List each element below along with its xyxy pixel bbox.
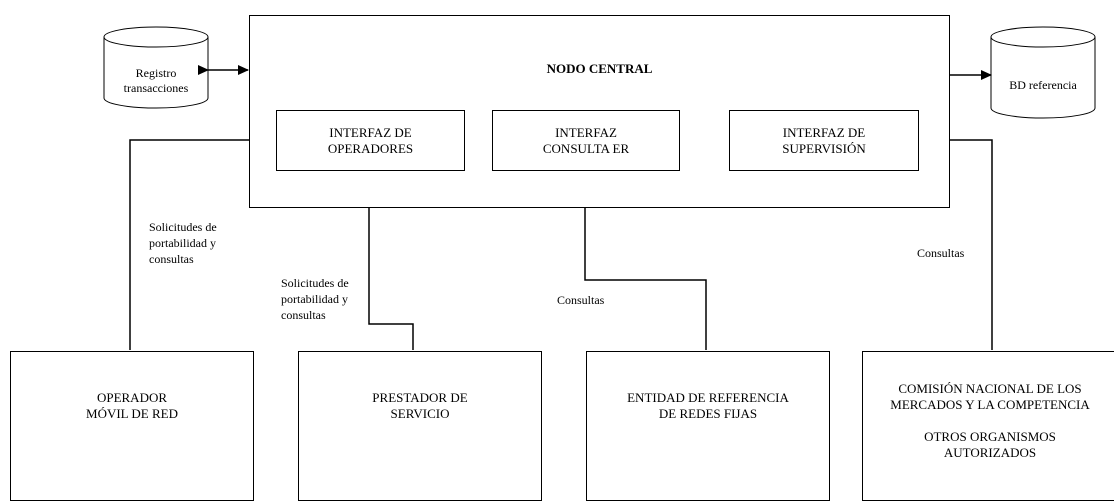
entity-operador-movil: OPERADOR MÓVIL DE RED (10, 351, 254, 501)
entity-referencia-redes-fijas: ENTIDAD DE REFERENCIA DE REDES FIJAS (586, 351, 830, 501)
entity-referencia-line2: DE REDES FIJAS (658, 406, 758, 421)
label-prestador: Solicitudes de portabilidad y consultas (281, 275, 349, 323)
label-entidad: Consultas (557, 293, 605, 307)
label-operador-movil: Solicitudes de portabilidad y consultas (149, 219, 217, 267)
registro-label: Registro transacciones (104, 66, 208, 96)
arrow-entidad (580, 171, 707, 350)
nodo-central-title: NODO CENTRAL (546, 61, 653, 76)
label-operador-movil-line1: Solicitudes de (149, 220, 217, 234)
entity-comision-line3: OTROS ORGANISMOS (924, 429, 1056, 444)
arrow-operador-movil (129, 135, 274, 350)
label-prestador-line1: Solicitudes de (281, 276, 349, 290)
label-operador-movil-line2: portabilidad y (149, 236, 216, 250)
interfaz-supervision: INTERFAZ DE SUPERVISIÓN (729, 110, 919, 171)
interfaz-consulta-er-line2: CONSULTA ER (542, 140, 630, 156)
interfaz-operadores-line1: INTERFAZ DE (329, 124, 412, 140)
interfaz-operadores: INTERFAZ DE OPERADORES (276, 110, 465, 171)
entity-operador-movil-line1: OPERADOR (96, 390, 168, 405)
interfaz-consulta-er-line1: INTERFAZ (555, 124, 617, 140)
entity-comision-line1: COMISIÓN NACIONAL DE LOS (898, 381, 1082, 396)
entity-operador-movil-line2: MÓVIL DE RED (86, 406, 178, 421)
entity-referencia-line1: ENTIDAD DE REFERENCIA (627, 390, 789, 405)
bd-referencia-label-line1: BD referencia (1009, 78, 1077, 92)
interfaz-operadores-line2: OPERADORES (327, 140, 414, 156)
label-comision: Consultas (917, 246, 965, 260)
bd-referencia-label: BD referencia (991, 78, 1095, 93)
label-prestador-line2: portabilidad y (281, 292, 348, 306)
label-operador-movil-line3: consultas (149, 252, 194, 266)
entity-prestador: PRESTADOR DE SERVICIO (298, 351, 542, 501)
entity-comision-line4: AUTORIZADOS (943, 445, 1037, 460)
bd-referencia-database-icon (990, 26, 1096, 119)
arrow-prestador (364, 171, 414, 350)
interfaz-supervision-line1: INTERFAZ DE (782, 124, 866, 140)
entity-comision-line2: MERCADOS Y LA COMPETENCIA (890, 397, 1090, 412)
interfaz-supervision-line2: SUPERVISIÓN (782, 140, 866, 156)
entity-prestador-line1: PRESTADOR DE (372, 390, 468, 405)
registro-label-line1: Registro (135, 66, 177, 80)
interfaz-consulta-er: INTERFAZ CONSULTA ER (492, 110, 680, 171)
entity-prestador-line2: SERVICIO (390, 406, 450, 421)
registro-transacciones-database-icon (103, 26, 209, 109)
label-prestador-line3: consultas (281, 308, 326, 322)
registro-label-line2: transacciones (123, 81, 189, 95)
entity-comision-nacional: COMISIÓN NACIONAL DE LOS MERCADOS Y LA C… (862, 351, 1114, 501)
